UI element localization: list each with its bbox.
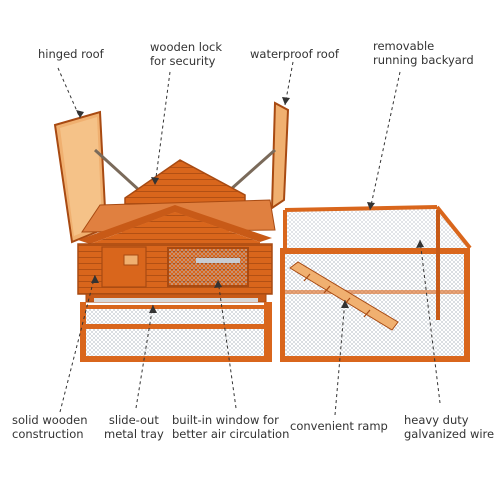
running-backyard	[280, 205, 472, 362]
leader-wooden-lock	[154, 71, 171, 186]
callout-waterproof-roof: waterproof roof	[250, 47, 339, 61]
callout-window: built-in window for better air circulati…	[172, 413, 290, 441]
callout-wire: heavy duty galvanized wire	[404, 413, 495, 441]
leader-slide-out-tray	[135, 304, 154, 409]
hutch	[53, 101, 290, 362]
callout-running-backyard: removable running backyard	[373, 39, 474, 67]
callout-wooden-lock: wooden lock for security	[150, 40, 223, 68]
callout-hinged-roof: hinged roof	[38, 47, 104, 61]
leader-running-backyard	[369, 71, 401, 211]
callout-slide-out-tray: slide-out metal tray	[104, 413, 164, 441]
ramp	[289, 261, 399, 331]
callout-ramp: convenient ramp	[290, 419, 388, 433]
leader-ramp	[334, 299, 346, 416]
callout-solid-wooden: solid wooden construction	[12, 413, 88, 441]
